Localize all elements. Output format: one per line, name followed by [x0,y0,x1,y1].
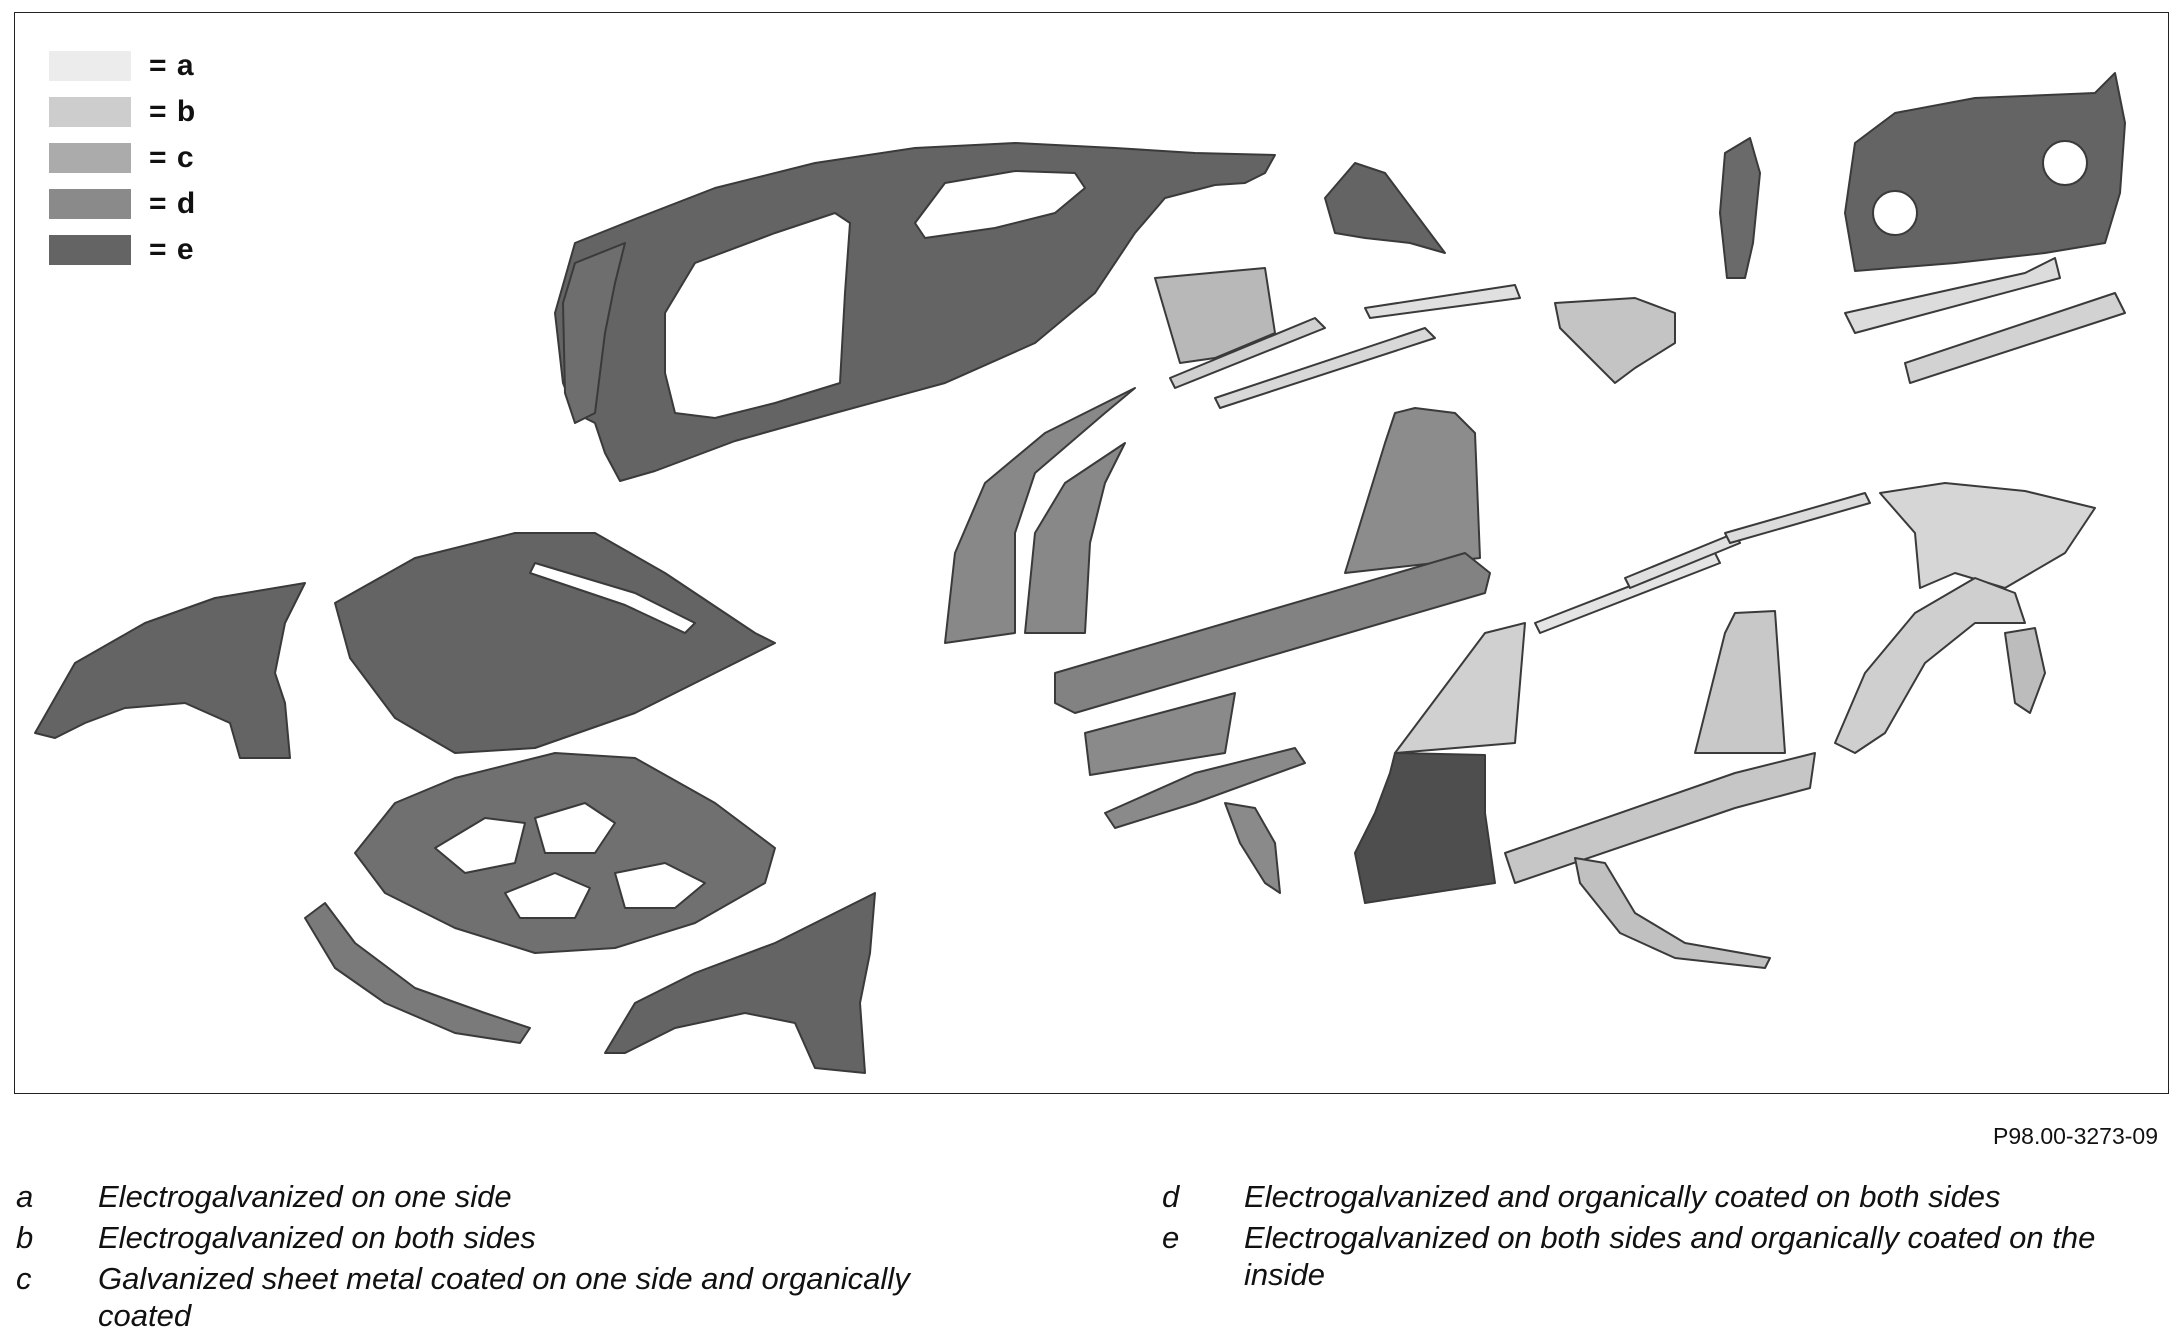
door-speaker-hole-right [2042,140,2088,186]
c-pillar-bracket [1554,297,1676,384]
roof-rail-rear [1364,284,1521,319]
key-item-e: e Electrogalvanized on both sides and or… [1162,1219,2162,1293]
key-text-a: Electrogalvanized on one side [98,1179,512,1214]
roof-rail-mid [1214,327,1436,409]
rear-panel-upper [1879,482,2096,589]
rocker-panel [1054,552,1491,714]
front-fender-left [34,582,306,759]
key-letter-d: d [1162,1179,1180,1214]
b-pillar-inner-light [1694,610,1786,754]
b-pillar-upper [1344,407,1481,574]
side-wall-inner-front [562,242,626,424]
legend-label-e: = e [149,233,195,266]
front-fender-right [604,892,876,1074]
rear-roof-frame-3 [1724,492,1871,544]
wheel-arch-strut [1224,802,1281,894]
hood-inner-opening-1 [434,817,526,874]
roof-rail-front [1169,317,1326,389]
legend-label-b: = b [149,95,197,128]
a-pillar-inner [1024,442,1126,634]
side-wall-door-opening [664,212,851,419]
key-item-a: a Electrogalvanized on one side [16,1178,1016,1215]
rear-sill-member [1504,752,1816,884]
key-item-b: b Electrogalvanized on both sides [16,1219,1016,1256]
front-crossmember-strip [304,902,531,1044]
legend-label-a: = a [149,49,195,82]
c-pillar-lower [1394,622,1526,754]
figure-reference: P98.00-3273-09 [1993,1123,2158,1149]
body-parts-illustration [34,72,2126,1074]
legend-swatch-c [49,143,131,173]
front-side-member [1104,747,1306,829]
cross-member-small [1084,692,1236,776]
wheelhouse-bracket [1324,162,1446,254]
hood-inner-opening-2 [534,802,616,854]
legend: = a = b = c = d = e [49,43,196,273]
legend-swatch-b [49,97,131,127]
legend-item-e: = e [49,227,196,273]
a-pillar-outer [944,387,1136,644]
key-text-e: Electrogalvanized on both sides and orga… [1244,1220,2096,1292]
door-speaker-hole-left [1872,190,1918,236]
diagram-frame: = a = b = c = d = e [14,12,2169,1094]
front-pillar-inner-upper [1154,267,1276,364]
hood-inner-opening-4 [614,862,706,909]
legend-item-c: = c [49,135,196,181]
key-list-left: a Electrogalvanized on one side b Electr… [16,1178,1016,1338]
legend-swatch-a [49,51,131,81]
legend-item-a: = a [49,43,196,89]
legend-item-d: = d [49,181,196,227]
rear-wheelhouse-strut [1574,857,1771,969]
b-pillar-lower-inner [1354,752,1496,904]
key-letter-c: c [16,1261,32,1296]
sill-reinforcement-lower [1904,292,2126,384]
hood-vent-slot [529,562,696,634]
key-text-b: Electrogalvanized on both sides [98,1220,536,1255]
key-letter-a: a [16,1179,34,1214]
hood-inner-opening-3 [504,872,591,919]
rear-pillar-part [1719,137,1761,279]
legend-label-d: = d [149,187,197,220]
key-item-c: c Galvanized sheet metal coated on one s… [16,1260,1016,1334]
legend-label-c: = c [149,141,195,174]
legend-item-b: = b [49,89,196,135]
key-letter-b: b [16,1220,34,1255]
key-letter-e: e [1162,1220,1180,1255]
key-text-c: Galvanized sheet metal coated on one sid… [98,1261,910,1333]
rear-wheelhouse-outer [1834,577,2026,754]
key-text-d: Electrogalvanized and organically coated… [1244,1179,2001,1214]
rear-bracket-small [2004,627,2046,714]
sill-reinforcement-upper [1844,257,2061,334]
hood-outer [334,532,776,754]
legend-swatch-d [49,189,131,219]
key-item-d: d Electrogalvanized and organically coat… [1162,1178,2162,1215]
key-list-right: d Electrogalvanized and organically coat… [1162,1178,2162,1297]
legend-swatch-e [49,235,131,265]
rear-roof-frame-1 [1534,552,1721,634]
rear-roof-frame-2 [1624,532,1741,589]
side-wall-window-opening [914,170,1086,239]
